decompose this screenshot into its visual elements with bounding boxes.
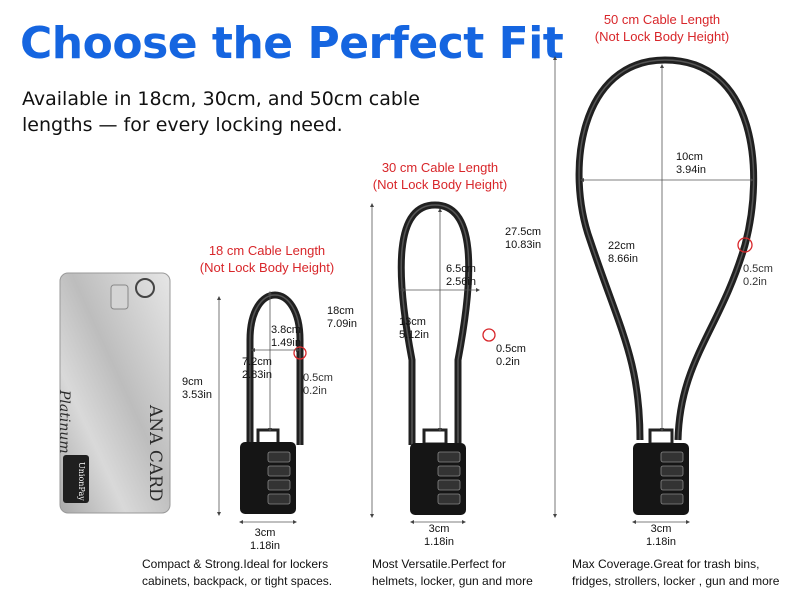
lock3-caption: Max Coverage.Great for trash bins,fridge… (572, 557, 780, 588)
page-subtitle: Available in 18cm, 30cm, and 50cm cable … (22, 88, 420, 136)
lock3-heading: 50 cm Cable Length (Not Lock Body Height… (594, 12, 730, 44)
page-title: Choose the Perfect Fit (20, 18, 564, 69)
unionpay-logo (63, 455, 89, 503)
chip-icon (110, 284, 129, 310)
card-network-text: UnionPay (77, 462, 86, 501)
bank-logo (135, 278, 155, 298)
lock1-heading: 18 cm Cable Length (Not Lock Body Height… (199, 243, 335, 275)
credit-card (59, 272, 171, 514)
card-name-text: ANA CARD (145, 405, 165, 502)
lock2-heading: 30 cm Cable Length (Not Lock Body Height… (372, 160, 508, 192)
lock-50cm (575, 56, 758, 515)
card-tier-text: Platinum (56, 390, 72, 454)
lock-30cm (397, 201, 496, 515)
lock-18cm (240, 291, 307, 514)
